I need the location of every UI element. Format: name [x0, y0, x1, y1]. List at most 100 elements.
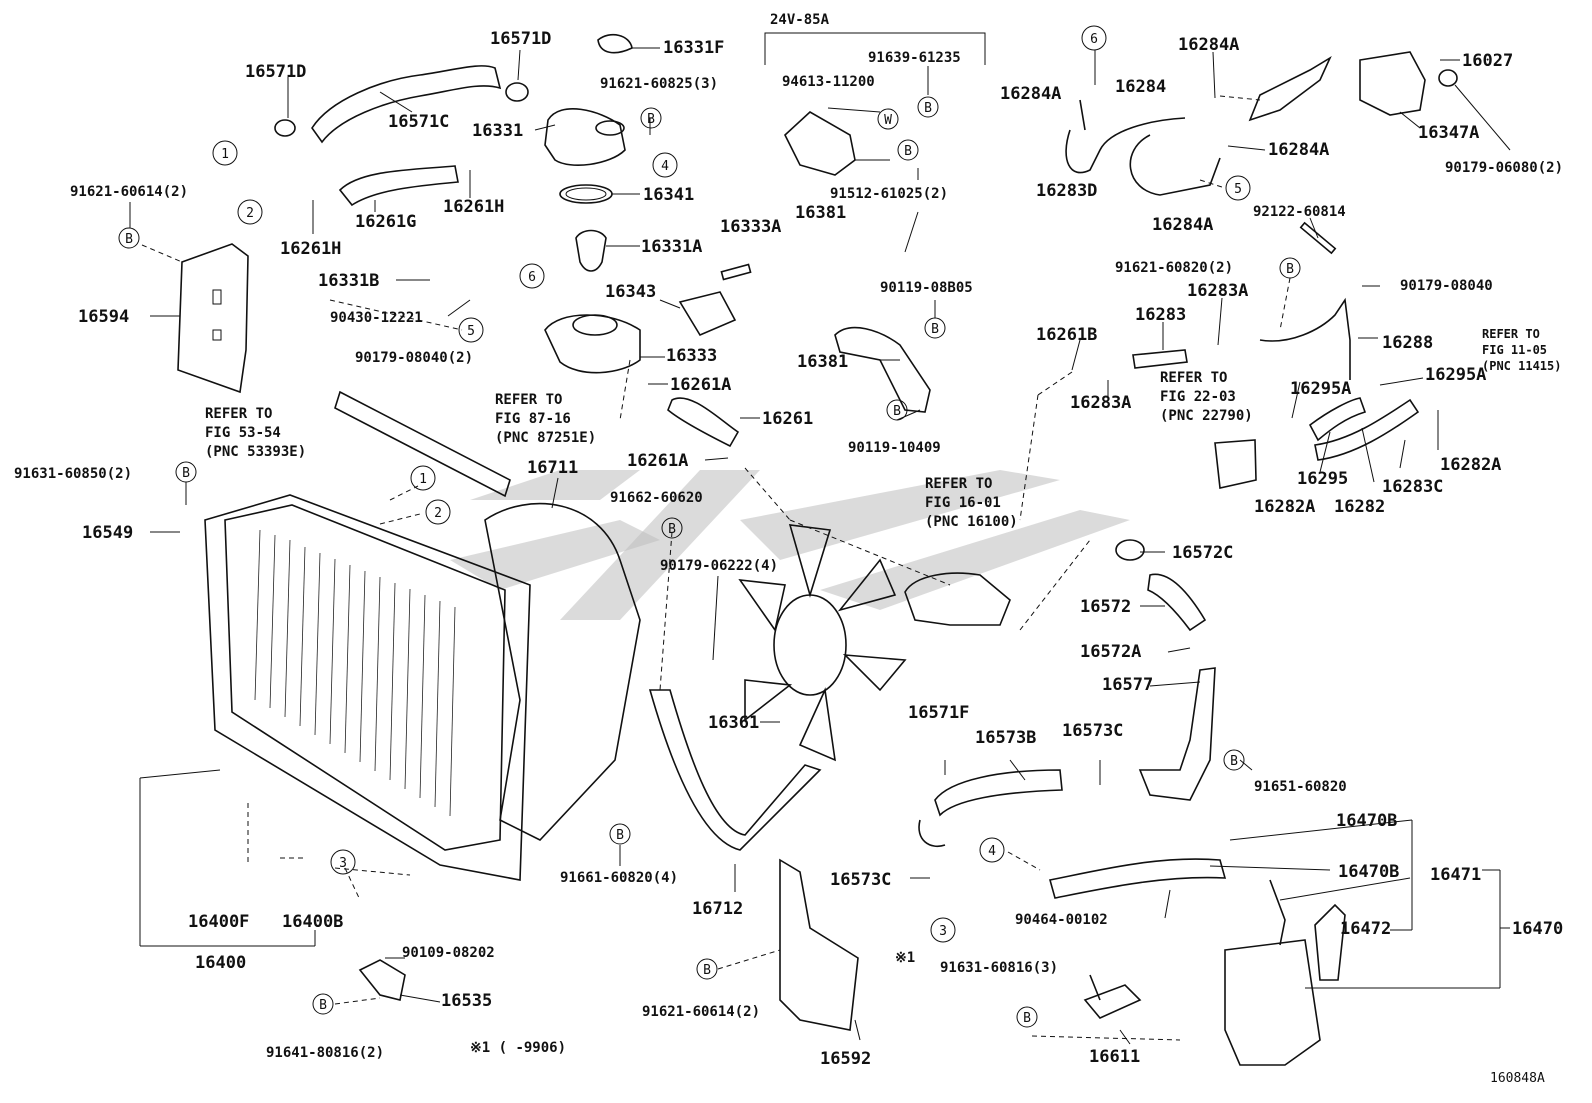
part-label: 16284A — [1178, 35, 1239, 55]
part-label: 16283C — [1382, 477, 1443, 497]
part-label: 90119-08B05 — [880, 280, 973, 296]
bracket-16535-drawing — [358, 959, 406, 1001]
svg-text:REFER TO: REFER TO — [1482, 327, 1540, 341]
part-label: 16470B — [1338, 862, 1399, 882]
part-label: 16331A — [641, 237, 702, 257]
callout-b: B — [1223, 749, 1245, 771]
heater-hose-drawing — [1065, 117, 1186, 174]
svg-text:REFER TO: REFER TO — [925, 476, 992, 492]
part-label: 16295A — [1290, 379, 1351, 399]
callout-1: 1 — [410, 465, 436, 491]
part-label: 16347A — [1418, 123, 1479, 143]
part-label: 16284A — [1000, 84, 1061, 104]
radiator-cap-drawing — [597, 33, 633, 54]
part-label: 92122-60814 — [1253, 204, 1346, 220]
part-label: 16549 — [82, 523, 133, 543]
svg-text:5: 5 — [467, 324, 475, 339]
svg-text:REFER TO: REFER TO — [495, 392, 562, 408]
callout-2: 2 — [237, 199, 263, 225]
part-label: 16331B — [318, 271, 379, 291]
part-label: 16711 — [527, 458, 578, 478]
callout-b: B — [312, 993, 334, 1015]
reservoir-tank-drawing — [1224, 939, 1321, 1066]
part-label: 16611 — [1089, 1047, 1140, 1067]
part-label: 16331 — [472, 121, 523, 141]
hose-clamp-drawing — [274, 119, 296, 137]
part-label: 16283A — [1070, 393, 1131, 413]
refer-note-fig53: REFER TO FIG 53-54 (PNC 53393E) — [205, 406, 306, 460]
leaders — [129, 47, 1511, 1045]
callout-3: 3 — [930, 917, 956, 943]
part-label: 91631-60850(2) — [14, 466, 132, 482]
part-label: 16333 — [666, 346, 717, 366]
callout-1: 1 — [212, 140, 238, 166]
part-label: 90179-06222(4) — [660, 558, 778, 574]
part-label: 16594 — [78, 307, 129, 327]
part-label: 16472 — [1340, 919, 1391, 939]
callout-b: B — [917, 96, 939, 118]
part-label: 16400F — [188, 912, 249, 932]
clamp-16572C-drawing — [1115, 539, 1145, 561]
watermark-logo — [450, 470, 1130, 620]
part-label: 16470B — [1336, 811, 1397, 831]
refer-note-fig87: REFER TO FIG 87-16 (PNC 87251E) — [495, 392, 596, 446]
part-label: 90179-08040 — [1400, 278, 1493, 294]
refer-note-fig16: REFER TO FIG 16-01 (PNC 16100) — [925, 476, 1018, 530]
svg-text:3: 3 — [939, 924, 947, 939]
water-hose-drawing — [667, 397, 740, 448]
variant-label: 24V-85A — [770, 12, 830, 28]
part-label: 16343 — [605, 282, 656, 302]
part-label: 16577 — [1102, 675, 1153, 695]
svg-text:B: B — [182, 466, 190, 481]
lower-shroud-drawing — [648, 689, 822, 851]
part-label: 91662-60620 — [610, 490, 703, 506]
footnote-range: ※1 ( -9906) — [470, 1040, 566, 1056]
drawings — [177, 33, 1458, 1066]
svg-text:(PNC 22790): (PNC 22790) — [1160, 408, 1253, 424]
water-outlet-drawing — [544, 108, 626, 166]
svg-text:1: 1 — [221, 147, 229, 162]
part-label: 16282A — [1254, 497, 1315, 517]
callout-b: B — [1279, 257, 1301, 279]
part-label: 90430-12221 — [330, 310, 423, 326]
hose-16283-drawing — [1132, 349, 1188, 369]
svg-text:(PNC 16100): (PNC 16100) — [925, 514, 1018, 530]
part-label: 90464-00102 — [1015, 912, 1108, 928]
svg-text:5: 5 — [1234, 182, 1242, 197]
hose-16572-drawing — [1147, 573, 1207, 632]
svg-text:B: B — [703, 963, 711, 978]
part-label: 16400 — [195, 953, 246, 973]
refer-note-fig22: REFER TO FIG 22-03 (PNC 22790) — [1160, 370, 1253, 424]
part-label: 16261H — [443, 197, 504, 217]
part-label: 16573C — [830, 870, 891, 890]
part-label: 16573C — [1062, 721, 1123, 741]
water-pipe-drawing — [1259, 297, 1351, 380]
part-label: 16261 — [762, 409, 813, 429]
part-label: 16571D — [245, 62, 306, 82]
callout-5: 5 — [458, 317, 484, 343]
callout-b: B — [897, 139, 919, 161]
callout-4: 4 — [652, 152, 678, 178]
bypass-hose-drawing — [338, 165, 459, 207]
part-label: 16284 — [1115, 77, 1166, 97]
svg-text:FIG 87-16: FIG 87-16 — [495, 411, 571, 427]
callout-6: 6 — [1081, 25, 1107, 51]
callout-b: B — [924, 317, 946, 339]
part-label: 16282 — [1334, 497, 1385, 517]
svg-text:W: W — [884, 113, 892, 128]
part-label: 16592 — [820, 1049, 871, 1069]
bracket-lower-drawing — [834, 326, 931, 413]
upper-hose-drawing — [311, 65, 502, 144]
svg-text:B: B — [893, 404, 901, 419]
svg-text:4: 4 — [988, 844, 996, 859]
part-label: 16572A — [1080, 642, 1141, 662]
part-label: 16261A — [627, 451, 688, 471]
part-label: 90179-08040(2) — [355, 350, 473, 366]
reservoir-hose-drawing — [1048, 858, 1227, 899]
part-label: 16535 — [441, 991, 492, 1011]
vacuum-part-drawing — [1214, 439, 1257, 489]
figure-code: 160848A — [1490, 1071, 1545, 1086]
callout-b: B — [609, 823, 631, 845]
callout-w: W — [877, 108, 899, 130]
